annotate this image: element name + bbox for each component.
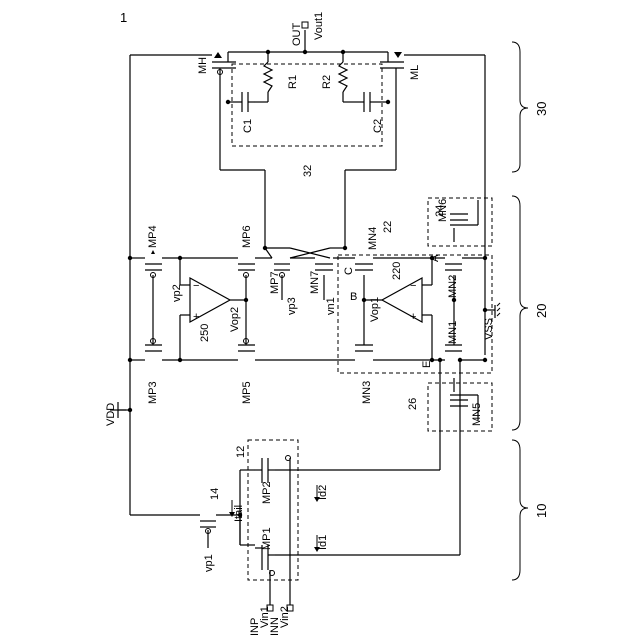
label-mp5: MP5	[241, 381, 253, 404]
label-c: C	[343, 267, 355, 275]
label-220: 220	[391, 262, 403, 280]
label-vop2: Vop2	[229, 307, 241, 332]
label-out: OUT	[291, 23, 303, 47]
label-mn5: MN5	[471, 403, 483, 426]
amplifiers: − + − +	[190, 278, 422, 323]
svg-text:+: +	[193, 311, 199, 323]
label-block-20: 20	[534, 304, 549, 318]
labels: 1 OUT Vout1 MH ML R1 R2 C1 C2 32 MP4 MP6…	[105, 10, 549, 636]
capacitor-c2	[358, 92, 376, 112]
label-22: 22	[382, 221, 394, 233]
resistor-r1	[264, 62, 272, 92]
resistor-r2	[339, 62, 347, 92]
label-mn1: MN1	[447, 321, 459, 344]
label-12: 12	[235, 446, 247, 458]
label-vn1: vn1	[325, 297, 337, 315]
svg-text:+: +	[410, 311, 416, 323]
label-itail: Itail	[233, 505, 245, 522]
label-mp7: MP7	[269, 271, 281, 294]
label-vdd: VDD	[105, 403, 117, 426]
label-c1: C1	[242, 119, 254, 133]
label-id1: Id1	[317, 535, 329, 550]
section-braces	[512, 42, 528, 580]
brace-10	[512, 440, 528, 580]
label-26: 26	[407, 398, 419, 410]
block-32-outline	[232, 64, 382, 146]
brace-30	[512, 42, 528, 172]
label-block-10: 10	[534, 504, 549, 518]
label-id2: Id2	[317, 485, 329, 500]
label-a: A	[429, 254, 441, 262]
terminals	[110, 22, 500, 611]
label-mp2: MP2	[261, 481, 273, 504]
label-vss: VSS	[483, 318, 495, 340]
label-e: E	[421, 361, 433, 368]
label-14: 14	[209, 488, 221, 500]
label-mp3: MP3	[147, 381, 159, 404]
label-vin2: Vin2	[279, 606, 291, 628]
label-mn4: MN4	[367, 227, 379, 250]
capacitor-c1	[236, 92, 254, 112]
label-vout1: Vout1	[313, 12, 325, 40]
label-mp4: MP4	[147, 225, 159, 248]
label-mn7: MN7	[309, 271, 321, 294]
label-vp3: vp3	[286, 297, 298, 315]
label-ml: ML	[409, 65, 421, 80]
label-r1: R1	[287, 75, 299, 89]
svg-text:−: −	[410, 280, 416, 292]
label-r2: R2	[321, 75, 333, 89]
figure-number: 1	[120, 10, 127, 25]
passive-components	[236, 62, 376, 112]
label-mn2: MN2	[447, 275, 459, 298]
label-mn3: MN3	[361, 381, 373, 404]
brace-20	[512, 196, 528, 430]
label-250: 250	[199, 324, 211, 342]
label-vp2: vp2	[171, 284, 183, 302]
label-mn6: MN6	[437, 199, 449, 222]
label-b: B	[350, 291, 357, 303]
svg-text:−: −	[193, 280, 199, 292]
label-vop1: Vop1	[369, 297, 381, 322]
label-vp1: vp1	[203, 554, 215, 572]
label-mh: MH	[197, 57, 209, 74]
wiring	[118, 30, 495, 605]
label-block-30: 30	[534, 102, 549, 116]
junction-dots	[128, 50, 487, 517]
label-c2: C2	[372, 119, 384, 133]
label-32: 32	[302, 165, 314, 177]
label-mp1: MP1	[261, 527, 273, 550]
label-mp6: MP6	[241, 225, 253, 248]
